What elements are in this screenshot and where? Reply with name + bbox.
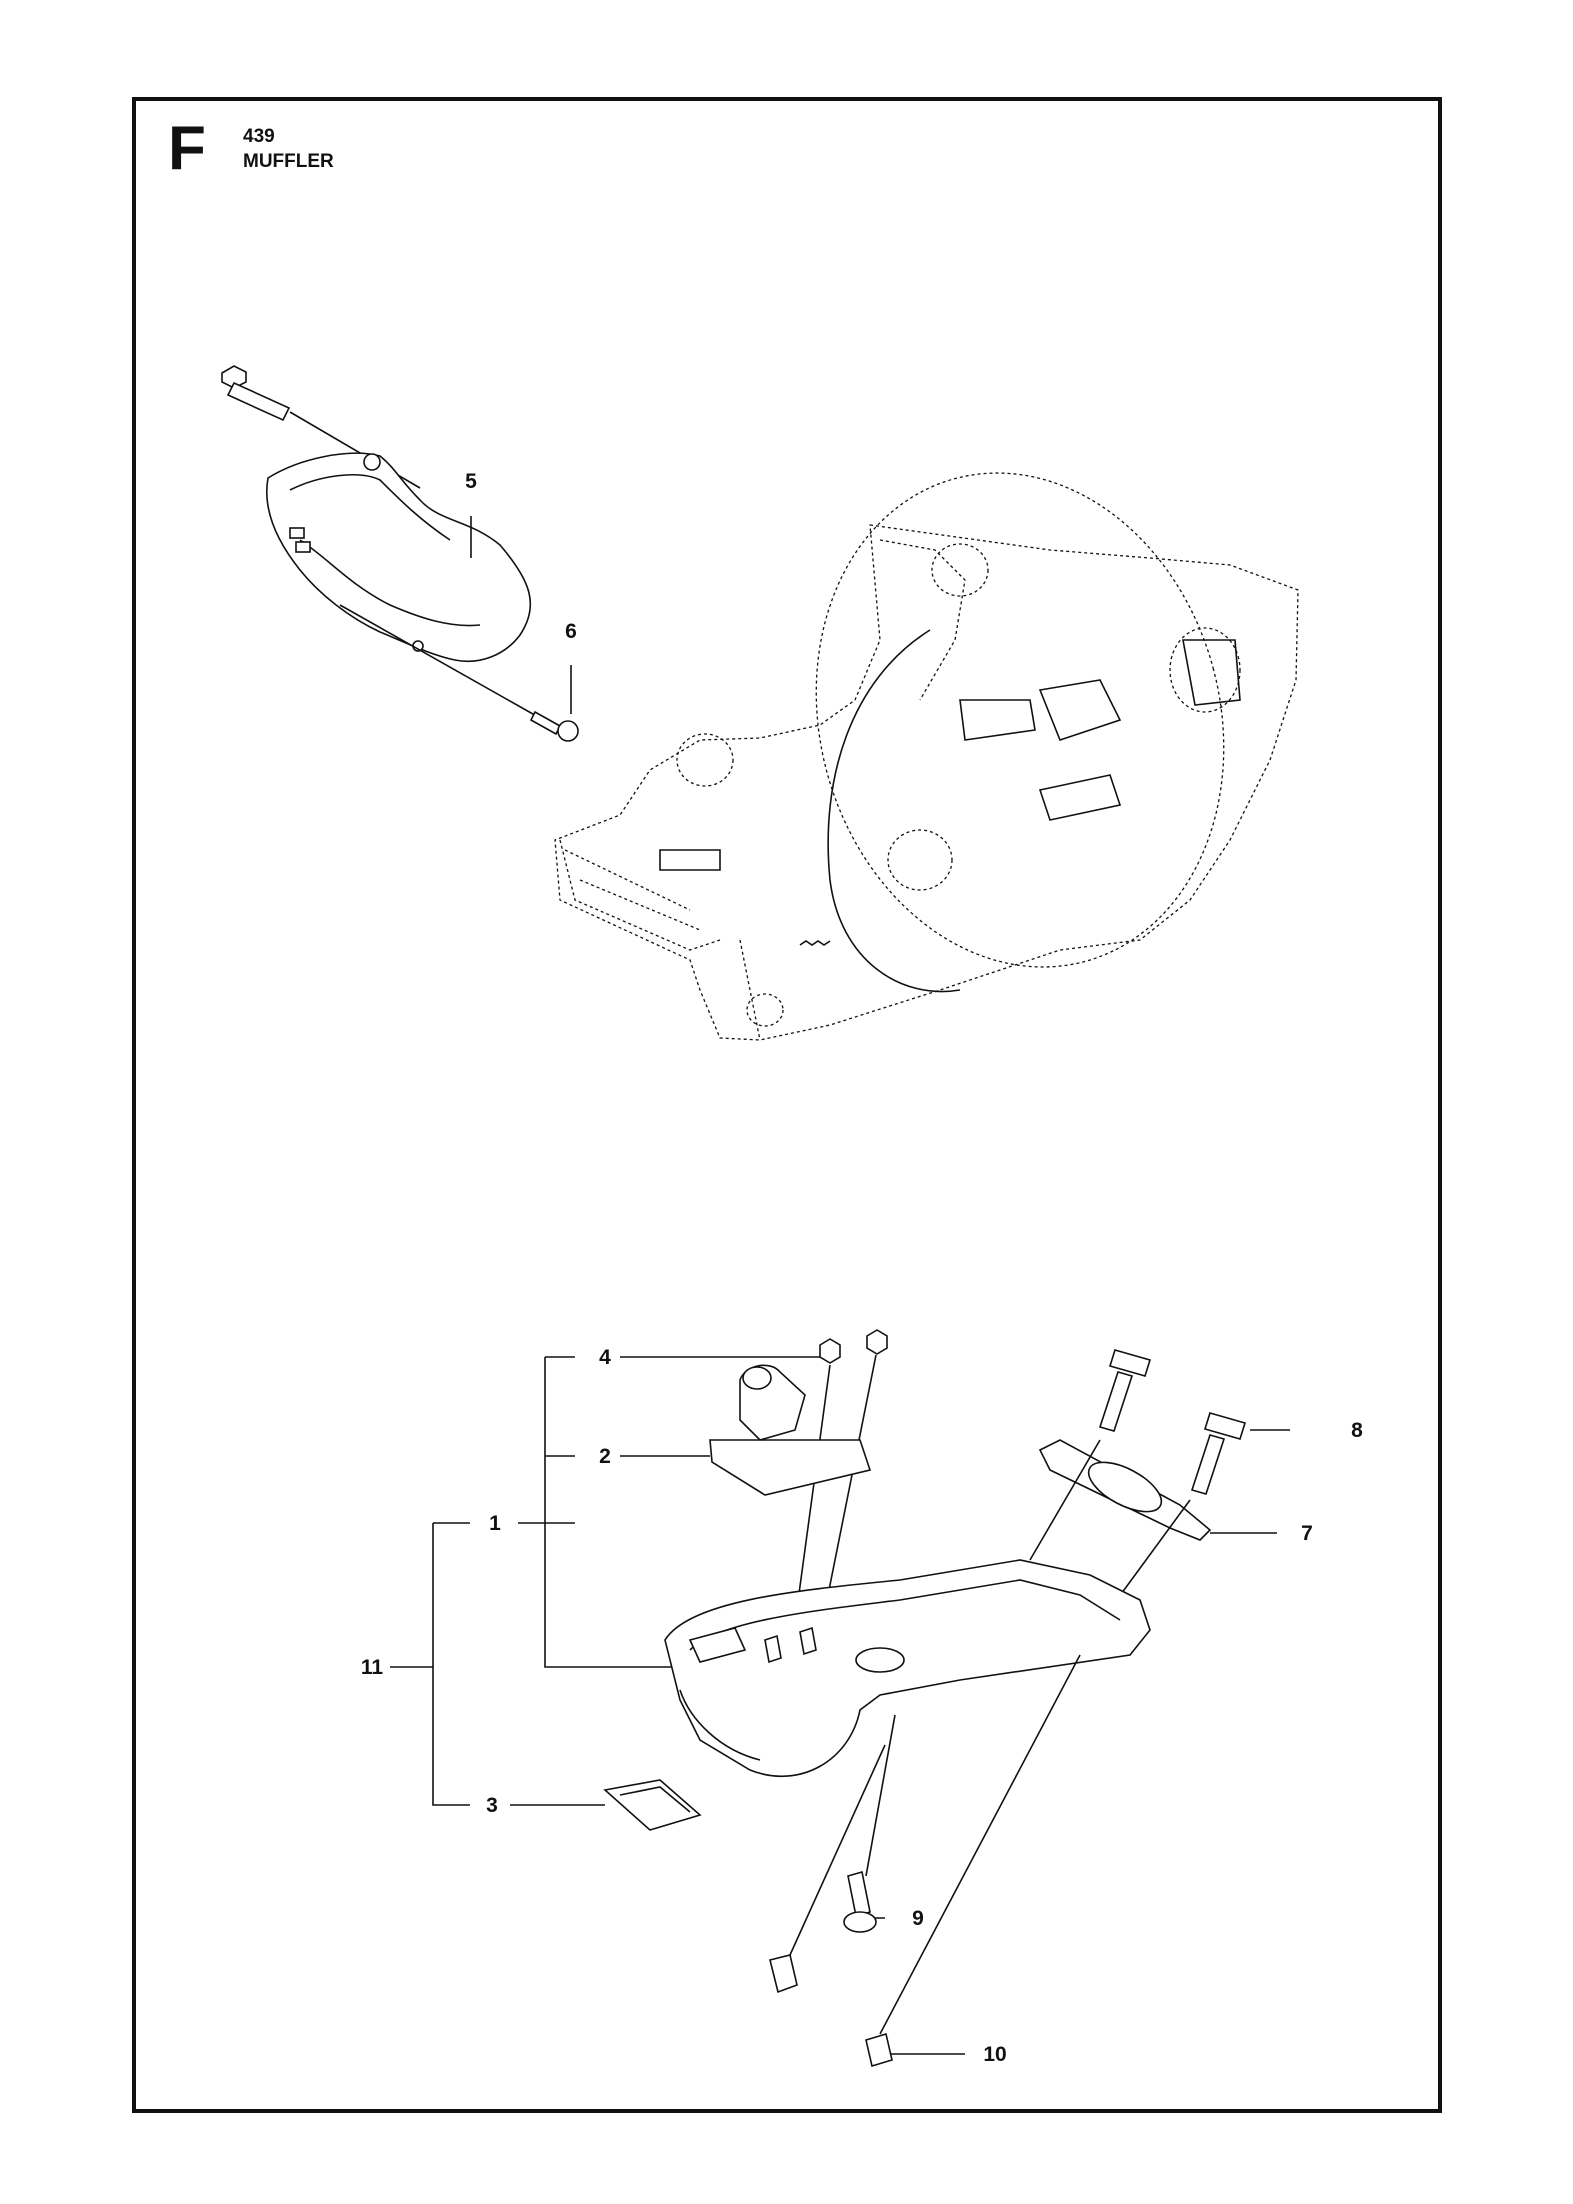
callout-3: 3 bbox=[486, 1794, 498, 1817]
spark-arrestor-part bbox=[709, 1364, 872, 1496]
diagram-title: MUFFLER bbox=[243, 151, 334, 172]
model-number: 439 bbox=[243, 126, 275, 147]
callout-10: 10 bbox=[983, 2043, 1006, 2066]
callout-11: 11 bbox=[361, 1656, 384, 1679]
callout-7: 7 bbox=[1301, 1522, 1313, 1545]
page-frame bbox=[132, 97, 1442, 2113]
plug-part bbox=[603, 1779, 702, 1831]
bolt-part bbox=[1029, 1349, 1247, 1651]
crankcase-reference bbox=[554, 472, 1299, 1041]
callout-4: 4 bbox=[599, 1346, 611, 1369]
gasket-part bbox=[1038, 1439, 1212, 1541]
callout-9: 9 bbox=[912, 1907, 924, 1930]
heat-shield-part bbox=[221, 365, 579, 742]
callout-1: 1 bbox=[489, 1512, 501, 1535]
muffler-body-part bbox=[664, 1559, 1151, 1778]
callout-2: 2 bbox=[599, 1445, 611, 1468]
callout-6: 6 bbox=[565, 620, 577, 643]
screw-part bbox=[843, 1714, 896, 1933]
callout-5: 5 bbox=[465, 470, 477, 493]
spacer-part bbox=[769, 1654, 1081, 2068]
callout-8: 8 bbox=[1351, 1419, 1363, 1442]
section-letter: F bbox=[168, 114, 206, 183]
